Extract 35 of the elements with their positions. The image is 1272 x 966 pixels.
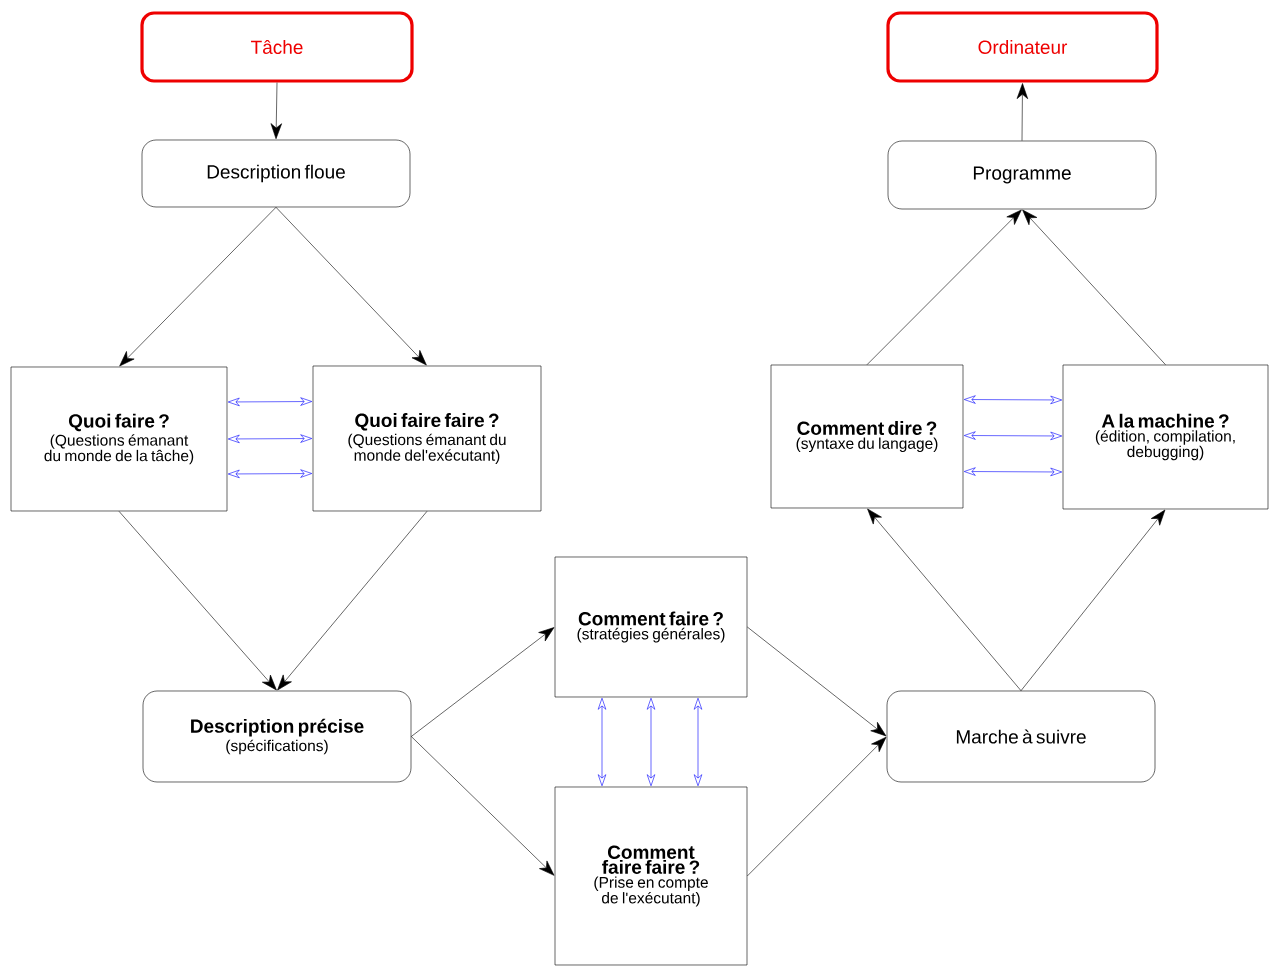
arrow xyxy=(866,209,1022,365)
rounded-box: Description floue xyxy=(141,139,411,208)
arrow xyxy=(747,736,887,877)
double-arrow xyxy=(963,431,1063,441)
double-arrow xyxy=(693,697,703,787)
arrow xyxy=(1022,209,1166,365)
question-box: Quoi faire ? (Questions émanant du monde de la tâche) xyxy=(10,366,228,512)
rounded-box: Marche à suivre xyxy=(886,690,1156,783)
double-arrow xyxy=(227,434,313,444)
arrow xyxy=(275,207,427,366)
question-box: A la machine ? (édition, compilation, debugging) xyxy=(1062,364,1269,510)
double-arrow xyxy=(963,395,1063,405)
arrow xyxy=(277,511,428,691)
rounded-box: Programme xyxy=(887,140,1157,210)
arrow xyxy=(747,626,887,737)
arrow xyxy=(1016,83,1029,141)
arrow xyxy=(1020,509,1166,691)
double-arrow xyxy=(597,697,607,787)
arrow xyxy=(867,508,1022,691)
arrow xyxy=(118,511,277,691)
double-arrow xyxy=(646,697,656,787)
rounded-box: Description précise (spécifications) xyxy=(142,690,412,783)
question-box: Comment faire faire ? (Prise en compte de l'exécutant) xyxy=(554,786,748,966)
terminal-box: Ordinateur xyxy=(886,11,1159,83)
double-arrow xyxy=(227,469,313,479)
arrow xyxy=(411,627,555,737)
double-arrow xyxy=(227,397,313,407)
arrow xyxy=(270,82,282,140)
question-box: Comment dire ? (syntaxe du langage) xyxy=(770,364,964,509)
question-box: Comment faire ? (stratégies générales) xyxy=(554,556,748,698)
double-arrow xyxy=(963,467,1063,477)
arrow xyxy=(411,736,555,876)
terminal-box: Tâche xyxy=(140,11,414,83)
arrow xyxy=(119,207,277,367)
question-box: Quoi faire faire ? (Questions émanant du monde del'exécutant) xyxy=(312,365,542,512)
